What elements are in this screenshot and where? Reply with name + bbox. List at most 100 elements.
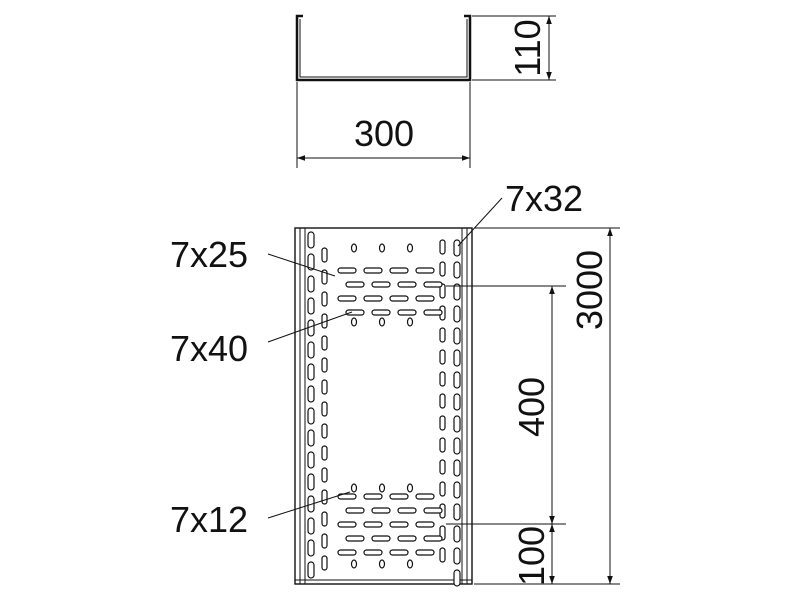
cross-slot — [397, 507, 417, 514]
side-slot — [307, 275, 315, 293]
bottom-edge-slot — [321, 555, 328, 571]
bottom-edge-slot — [321, 269, 328, 285]
side-slot — [453, 415, 461, 433]
round-hole — [406, 243, 414, 253]
bottom-edge-slot — [439, 437, 446, 453]
side-slot — [453, 569, 461, 587]
height-dimension-label: 110 — [507, 19, 548, 76]
round-hole-label: 7x12 — [170, 499, 248, 540]
cross-slot — [363, 521, 383, 528]
round-hole — [350, 317, 358, 327]
u-profile-outline — [295, 14, 472, 82]
side-slot — [453, 283, 461, 301]
inner-left-slots — [321, 247, 328, 571]
cross-slot — [389, 521, 409, 528]
spacing-dimension-label: 400 — [511, 377, 552, 437]
side-slot — [307, 297, 315, 315]
side-slot — [453, 327, 461, 345]
cross-slot — [389, 295, 409, 302]
bottom-edge-slot — [321, 467, 328, 483]
bottom-edge-slot — [321, 445, 328, 461]
round-hole — [406, 483, 414, 493]
cross-slot — [363, 267, 383, 274]
bottom-edge-slot — [439, 371, 446, 387]
bottom-edge-slot — [439, 393, 446, 409]
end-slot-label: 7x25 — [170, 234, 248, 275]
side-slot — [453, 261, 461, 279]
cross-slot — [371, 535, 391, 542]
side-slot — [453, 349, 461, 367]
round-hole — [378, 317, 386, 327]
round-hole — [406, 559, 414, 569]
side-slot — [307, 407, 315, 425]
cross-slot — [415, 295, 435, 302]
round-hole — [378, 559, 386, 569]
bottom-edge-slot — [439, 349, 446, 365]
round-hole — [378, 483, 386, 493]
cross-slot — [337, 549, 357, 556]
cross-slot — [363, 549, 383, 556]
cross-slot — [397, 309, 417, 316]
cross-slot — [423, 309, 443, 316]
leader-cross-slot — [267, 311, 353, 343]
side-slot — [307, 231, 315, 249]
round-hole — [350, 483, 358, 493]
round-hole — [350, 559, 358, 569]
cross-slot — [337, 295, 357, 302]
cross-slot — [423, 507, 443, 514]
side-slot — [453, 481, 461, 499]
side-slot — [453, 305, 461, 323]
leader-end-slot — [267, 253, 336, 277]
cross-slot — [389, 493, 409, 500]
side-slot — [307, 451, 315, 469]
inner-right-slots — [439, 239, 446, 563]
bottom-edge-slot — [439, 239, 446, 255]
width-dimension-label: 300 — [354, 113, 414, 154]
length-dimension-label: 3000 — [569, 250, 610, 330]
cross-slot — [363, 493, 383, 500]
bottom-edge-slot — [321, 511, 328, 527]
cross-slot — [389, 549, 409, 556]
cross-slot — [415, 493, 435, 500]
cross-slot — [337, 493, 357, 500]
side-slot — [307, 473, 315, 491]
cross-slot — [415, 521, 435, 528]
bottom-edge-slot — [439, 327, 446, 343]
bottom-edge-slot — [321, 291, 328, 307]
bottom-edge-slot — [439, 481, 446, 497]
bottom-edge-slot — [439, 261, 446, 277]
cross-slot — [337, 267, 357, 274]
cross-slot — [389, 267, 409, 274]
bottom-edge-slot — [321, 423, 328, 439]
side-slot — [453, 503, 461, 521]
cross-slot — [415, 267, 435, 274]
round-hole — [406, 317, 414, 327]
side-slot — [307, 341, 315, 359]
cross-slot — [345, 507, 365, 514]
bottom-edge-slot — [439, 415, 446, 431]
side-slot — [307, 363, 315, 381]
cross-slot — [397, 535, 417, 542]
bottom-edge-slot — [321, 247, 328, 263]
side-slot — [307, 539, 315, 557]
leader-side-slot — [457, 197, 503, 247]
round-hole — [378, 243, 386, 253]
cross-slot — [371, 281, 391, 288]
side-slot — [453, 547, 461, 565]
bottom-edge-slot — [321, 489, 328, 505]
round-hole — [350, 243, 358, 253]
cross-slot — [345, 309, 365, 316]
side-slot — [453, 239, 461, 257]
side-slot — [453, 371, 461, 389]
cross-slot — [363, 295, 383, 302]
side-slot — [307, 385, 315, 403]
side-slot — [307, 517, 315, 535]
side-slot — [453, 459, 461, 477]
cross-slot — [371, 309, 391, 316]
left-side-slots — [307, 231, 315, 579]
cross-slot — [397, 281, 417, 288]
side-slot — [307, 253, 315, 271]
bottom-edge-slot — [439, 547, 446, 563]
tray-outline — [294, 227, 473, 585]
